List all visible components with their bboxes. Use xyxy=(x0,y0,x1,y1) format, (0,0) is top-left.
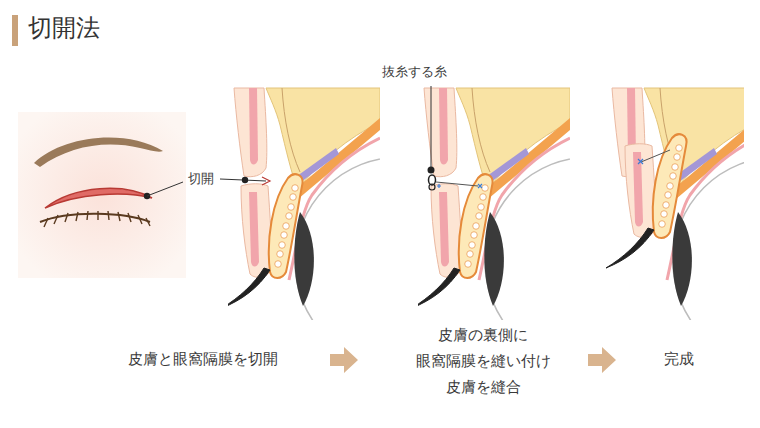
face-illustration-part-part xyxy=(54,215,58,224)
leader-line-part xyxy=(428,167,435,174)
step-caption: 皮膚と眼窩隔膜を切開 xyxy=(128,350,278,368)
page-title: 切開法 xyxy=(28,14,100,43)
leader-line xyxy=(144,182,183,199)
face-illustration-part-part xyxy=(76,212,78,221)
face-illustration-part xyxy=(45,188,152,208)
face-illustration-part-part xyxy=(97,211,98,220)
step-arrow xyxy=(588,347,616,373)
leader-line-part xyxy=(431,86,432,168)
callout-label: 切開 xyxy=(188,171,214,187)
step-caption: 完成 xyxy=(664,350,694,368)
face-illustration-part xyxy=(44,211,150,227)
face-illustration-part-part xyxy=(108,211,109,220)
section-suture-part-part xyxy=(436,182,478,186)
section-result-part-part xyxy=(641,150,670,162)
step-caption: 皮膚の裏側に 眼窩隔膜を縫い付け 皮膚を縫合 xyxy=(391,322,575,400)
section-incision xyxy=(228,88,380,320)
section-result-part-part xyxy=(638,159,643,164)
section-suture-part-part xyxy=(478,184,482,188)
leader-line-part xyxy=(242,177,248,183)
section-suture-part-part xyxy=(418,174,493,308)
leader-line-part xyxy=(147,182,183,196)
leader-line xyxy=(428,86,435,174)
section-result-part-part-part xyxy=(606,134,687,268)
section-suture-part xyxy=(418,88,570,320)
section-suture-part-part xyxy=(429,184,435,190)
face-illustration-part-part xyxy=(44,218,48,227)
section-suture-part-part xyxy=(437,184,441,188)
section-result-part-part xyxy=(606,134,687,268)
face-illustration-part xyxy=(18,112,186,278)
face-illustration-part-part xyxy=(128,213,131,222)
section-incision-part xyxy=(228,174,303,308)
section-result-part xyxy=(606,88,744,320)
face-illustration-part xyxy=(34,138,163,167)
face-illustration-part-part xyxy=(146,218,150,226)
face-illustration-part-part xyxy=(65,213,68,222)
face-illustration-part-part xyxy=(118,212,120,221)
leader-line xyxy=(220,177,266,183)
step-arrow xyxy=(330,347,358,373)
section-result xyxy=(606,88,744,320)
section-suture xyxy=(418,88,570,320)
face-illustration-part-part xyxy=(138,215,142,224)
title-bar xyxy=(12,15,18,46)
face-illustration xyxy=(18,112,186,278)
face-illustration-part-part xyxy=(87,211,88,220)
callout-label: 抜糸する糸 xyxy=(382,64,447,80)
